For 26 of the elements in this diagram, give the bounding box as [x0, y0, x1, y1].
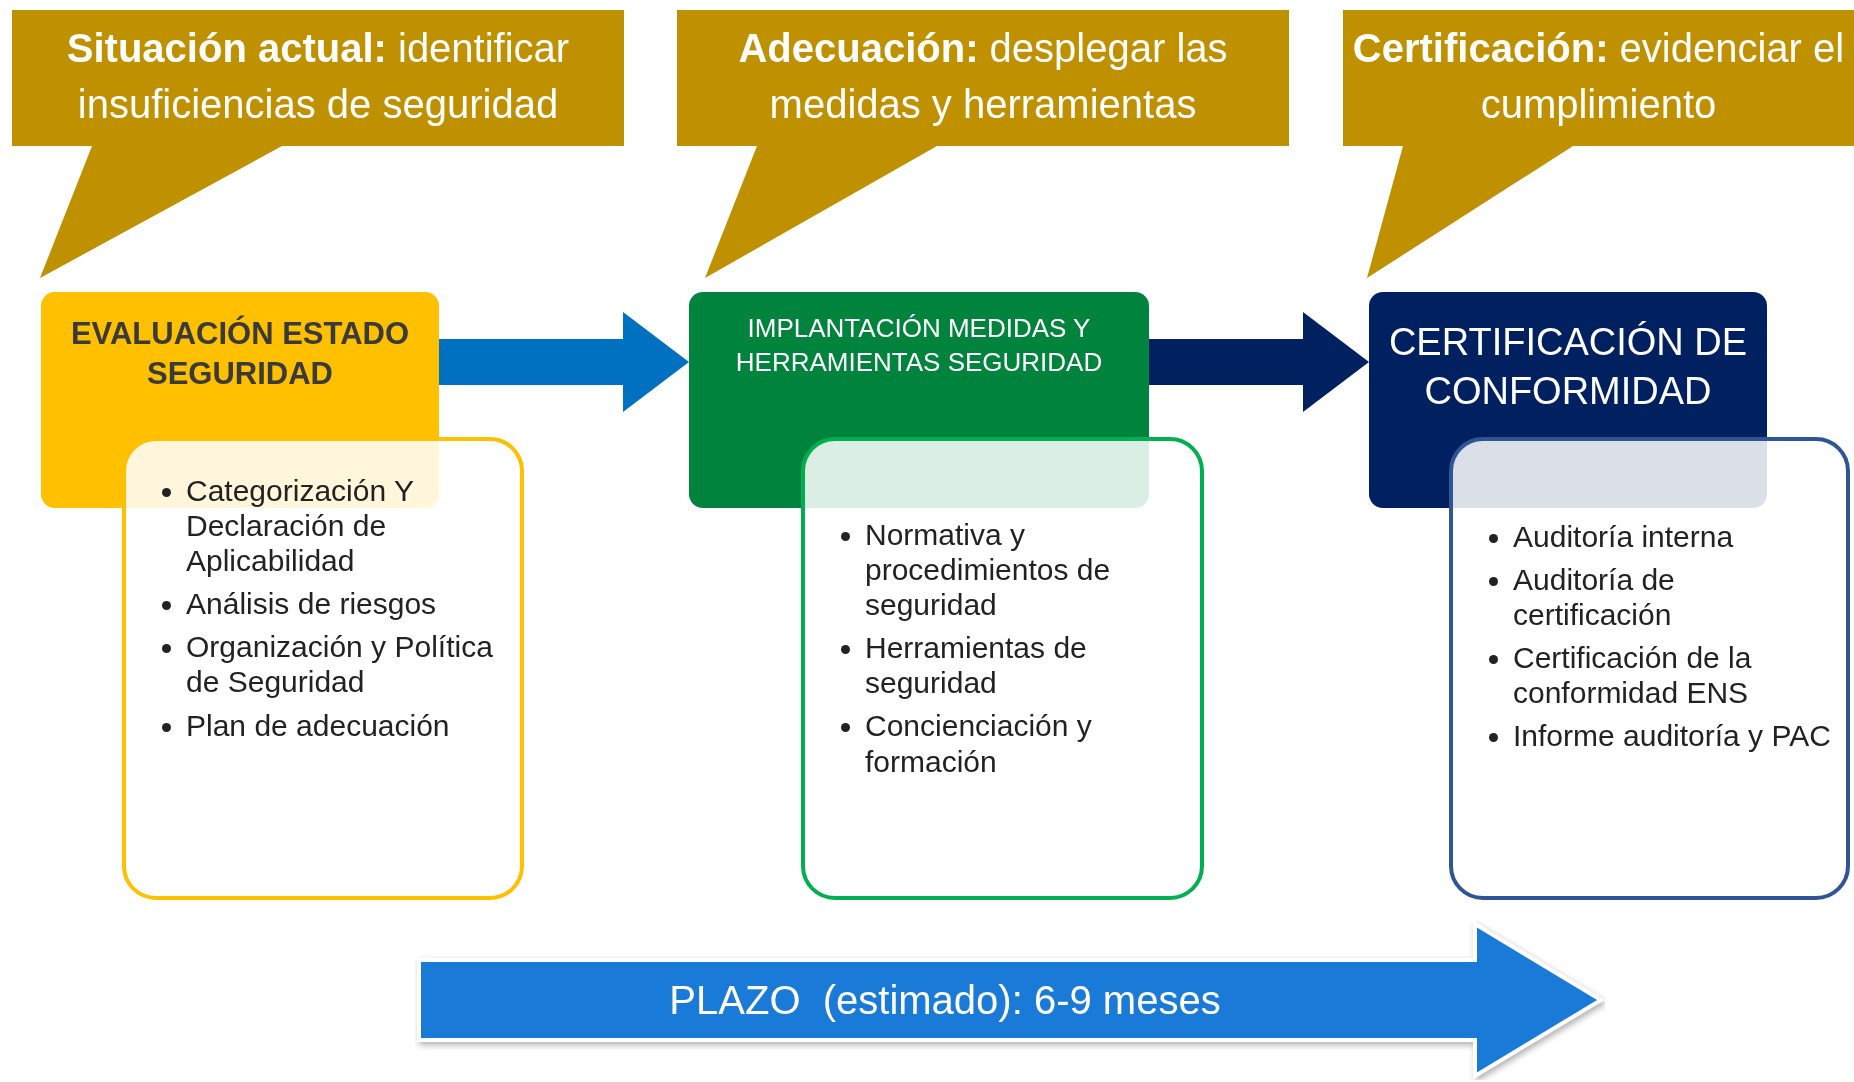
bullet-list-card [122, 437, 524, 900]
bullet-item: Auditoría de certificación [1485, 562, 1832, 633]
bullet-item: Normativa y procedimientos de seguridad [837, 517, 1180, 623]
bullet-item: Plan de adecuación [158, 707, 500, 743]
bullet-item: Análisis de riesgos [158, 586, 500, 622]
stage-title: IMPLANTACIÓN MEDIDAS Y HERRAMIENTAS SEGURIDAD [734, 312, 1104, 379]
timeline-label: PLAZO (estimado): 6-9 meses [668, 977, 1222, 1023]
stage-title: EVALUACIÓN ESTADO SEGURIDAD [69, 314, 411, 394]
bullet-item: Categorización Y Declaración de Aplicabilidad [158, 473, 500, 579]
arrow [1149, 312, 1369, 412]
arrow [439, 312, 689, 412]
bullet-item: Herramientas de seguridad [837, 630, 1180, 701]
bullet-list-card [1449, 437, 1850, 900]
bullet-item: Informe auditoría y PAC [1485, 718, 1832, 754]
stage-title: CERTIFICACIÓN DE CONFORMIDAD [1387, 320, 1749, 415]
bullet-item: Certificación de la conformidad ENS [1485, 640, 1832, 711]
callout-text: Certificación: evidenciar el cumplimiento [1351, 25, 1846, 128]
bullet-list-card [801, 437, 1204, 900]
speech-callout [12, 10, 624, 280]
bullet-item: Concienciación y formación [837, 708, 1180, 779]
callout-text: Situación actual: identificar insuficiencias de seguridad [65, 25, 571, 128]
callout-text: Adecuación: desplegar las medidas y herramientas [737, 25, 1229, 128]
bullet-item: Organización y Política de Seguridad [158, 629, 500, 700]
speech-callout [677, 10, 1289, 280]
speech-callout [1343, 10, 1854, 280]
bullet-item: Auditoría interna [1485, 519, 1832, 555]
